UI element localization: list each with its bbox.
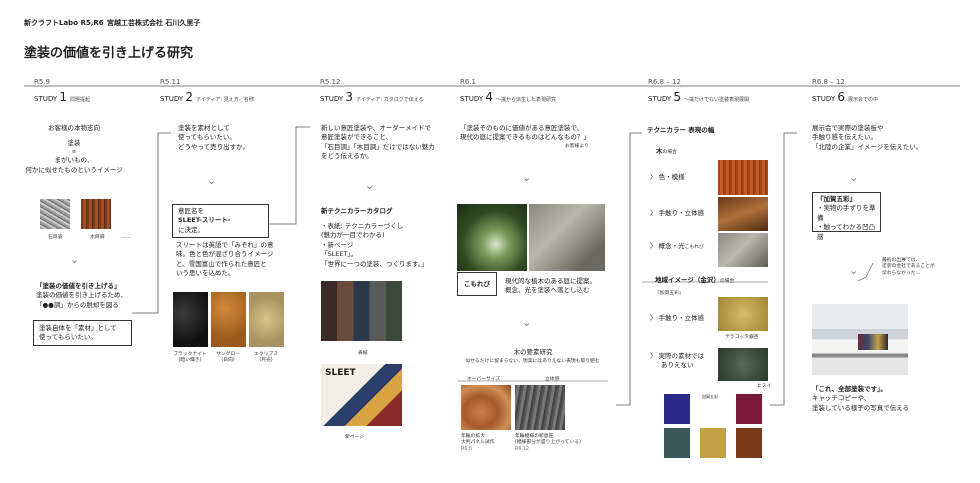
black-knight-sample bbox=[173, 292, 208, 347]
sunglow-caption: サングロー(日向) bbox=[216, 352, 240, 364]
hisui-sample bbox=[718, 348, 768, 381]
new-page-caption: 新ページ bbox=[345, 435, 365, 440]
date-3: R5.12 bbox=[320, 78, 341, 86]
oversize-label: オーバーサイズ bbox=[467, 377, 501, 382]
hisui-caption: ヒスイ bbox=[757, 384, 772, 389]
catalog-new-page-image: SLEET bbox=[321, 364, 402, 426]
eclipse-sample bbox=[249, 292, 284, 347]
down-arrow-icon: ⌄ bbox=[849, 264, 859, 277]
exhibit-plan-box: 『加賀五彩』・実物の手ずりを準備・触ってわかる凹凸感 bbox=[812, 192, 881, 241]
komorebi-panel bbox=[529, 204, 605, 271]
exhibit-booth-photo bbox=[812, 304, 908, 375]
down-arrow-icon: ⌄ bbox=[207, 174, 217, 187]
komorebi-label: こもれび bbox=[457, 272, 497, 296]
down-arrow-icon: ⌄ bbox=[70, 253, 80, 266]
terracotta-sample bbox=[718, 297, 768, 331]
company-name: 宮越工芸株式会社 石川久里子 bbox=[107, 19, 201, 27]
region-heading: 地域イメージ（金沢）の場合 bbox=[655, 276, 735, 284]
customer-note: お客様より bbox=[565, 144, 589, 149]
terracotta-caption: テラコッタ銀杏 bbox=[725, 335, 759, 340]
study-4-question: 「塗装そのものに価値がある意匠塗装で、現代の庭に提案できるものはどんなもの？」 bbox=[460, 124, 590, 142]
komorebi-description: 現代的な植木のある庭に提案。概念、光を塗装へ落とし込む bbox=[505, 277, 596, 295]
catch-copy: 「これ、全部塗装です」。キャッチコピーや、塗装している様子の写真で伝える bbox=[812, 385, 910, 412]
ring-depth-sample bbox=[515, 385, 565, 430]
kaga-panel-label: 加賀五彩 bbox=[702, 394, 718, 399]
first-exhibit-note: 最初の出展では、塗装の会社であることが伝わらなかった… bbox=[882, 258, 935, 276]
down-arrow-icon: ⌄ bbox=[522, 171, 532, 184]
wood-sample bbox=[81, 199, 111, 229]
catalog-items: ・表紙: テクニカラーづくし(魅力が一目でわかる)・新ページ「SLEET」。「世… bbox=[321, 222, 428, 268]
row-color-pattern: 〉 色・模様 bbox=[650, 173, 685, 181]
wood-texture-sample bbox=[718, 197, 768, 231]
date-5: R6.8 – 12 bbox=[648, 78, 681, 86]
depth-caption: 年輪模様の新意匠(模様部分が盛り上がっている)R6.12 bbox=[515, 434, 581, 452]
course-name: 新クラフトLabo R5,R6 bbox=[24, 19, 104, 27]
komorebi-photo bbox=[457, 204, 527, 271]
study-1-intro: お客様の本物志向 塗装 ≡ まがいもの、 何かに似せたものというイメージ bbox=[25, 124, 123, 174]
row-texture: 〉 手触り・立体感 bbox=[650, 209, 705, 217]
wood-study-sub: 似せるだけに留まらない、現実にはありえない表現も取り組む bbox=[465, 359, 600, 364]
study-1-conclusion: 「塗装の価値を引き上げる」 塗装の価値を引き上げるため、 「●●調」からの脱却を… bbox=[36, 282, 127, 309]
kaga-brown-sample bbox=[736, 428, 762, 458]
kaga-green-sample bbox=[664, 428, 690, 458]
study-2-question: 塗装を素材として使ってもらいたい。どうやって売り出すか。 bbox=[178, 124, 250, 151]
page-title: 塗装の価値を引き上げる研究 bbox=[24, 46, 194, 61]
catalog-heading: 新テクニカラーカタログ bbox=[321, 207, 393, 215]
date-2: R5.11 bbox=[160, 78, 181, 86]
down-arrow-icon: ⌄ bbox=[849, 171, 859, 184]
black-knight-caption: ブラックナイト(暗い輝き) bbox=[173, 352, 207, 364]
kaga-crimson-sample bbox=[736, 394, 762, 424]
komorebi-concept-sample bbox=[718, 233, 768, 267]
kaga-note: 『加賀五彩』 bbox=[655, 291, 684, 296]
date-4: R6.1 bbox=[460, 78, 476, 86]
column-divider bbox=[458, 380, 608, 382]
eclipse-caption: エクリプス(月光) bbox=[254, 352, 278, 364]
stone-caption: 石目調 bbox=[48, 235, 63, 240]
etc-caption: …… bbox=[121, 235, 131, 240]
date-1: R5.9 bbox=[34, 78, 50, 86]
study-4-heading: STUDY 4〜識から派生した表現研究 bbox=[460, 90, 557, 104]
row-concept: 〉 概念・光こもれび bbox=[650, 242, 704, 250]
down-arrow-icon: ⌄ bbox=[522, 316, 532, 329]
ring-oversize-sample bbox=[461, 385, 511, 430]
study-5-heading: STUDY 5〜識だけでない塗装表現展開 bbox=[648, 90, 750, 104]
wood-caption: 木目調 bbox=[90, 235, 105, 240]
down-arrow-icon: ⌄ bbox=[365, 179, 375, 192]
cover-caption: 表紙 bbox=[358, 351, 368, 356]
study-6-question: 展示会で実際の塗装板や手触り感を伝えたい。「北陸の企業」イメージを伝えたい。 bbox=[812, 124, 923, 151]
catalog-cover-image bbox=[321, 281, 402, 341]
depth-label: 立体感 bbox=[545, 377, 560, 382]
stone-sample bbox=[40, 199, 70, 229]
row-region-texture: 〉 手触り・立体感 bbox=[650, 314, 705, 322]
wood-color-sample bbox=[718, 160, 768, 195]
study-3-question: 新しい意匠塗装や、オーダーメイドで意匠塗装ができること、「石目調」「木目調」だけ… bbox=[321, 124, 435, 161]
kaga-indigo-sample bbox=[664, 394, 690, 424]
kaga-gold-sample bbox=[700, 428, 726, 458]
wood-study-heading: 木の要素研究 bbox=[513, 348, 553, 356]
wood-case-label: 木の場合 bbox=[656, 147, 677, 155]
material-box: 塗装自体を「素材」として使ってもらいたい。 bbox=[33, 320, 132, 346]
sleet-description: スリートは英語で「みぞれ」の意味。色と色が混ざり合うイメージと、雪国富山で作られ… bbox=[176, 241, 274, 278]
date-6: R6.8 – 12 bbox=[812, 78, 845, 86]
sunglow-sample bbox=[211, 292, 246, 347]
booth-sample-board bbox=[858, 334, 888, 350]
technicolor-heading: テクニカラー 表現の幅 bbox=[647, 126, 715, 134]
row-impossible: 〉 実際の素材ではありえない bbox=[650, 352, 705, 370]
